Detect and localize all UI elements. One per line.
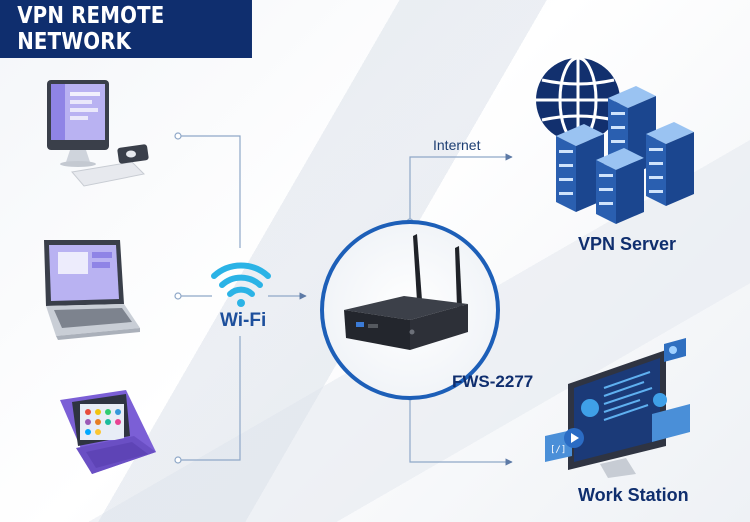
router-device-icon <box>320 220 500 400</box>
page-title: VPN REMOTE NETWORK <box>0 0 252 58</box>
laptop-icon <box>44 240 140 340</box>
device-label: FWS-2277 <box>452 372 534 391</box>
work-station-label: Work Station <box>578 485 689 505</box>
server-stack-icon <box>556 86 694 224</box>
tablet-icon <box>60 390 156 474</box>
connector-lines <box>178 135 513 466</box>
wifi-icon <box>211 262 271 307</box>
vpn-server-label: VPN Server <box>578 234 677 254</box>
wifi-label: Wi-Fi <box>220 310 267 331</box>
desktop-icon <box>47 80 149 187</box>
internet-link-label: Internet <box>433 137 481 153</box>
workstation-icon: [/] <box>545 338 690 478</box>
svg-text:[/]: [/] <box>550 445 566 455</box>
globe-icon <box>536 56 620 144</box>
